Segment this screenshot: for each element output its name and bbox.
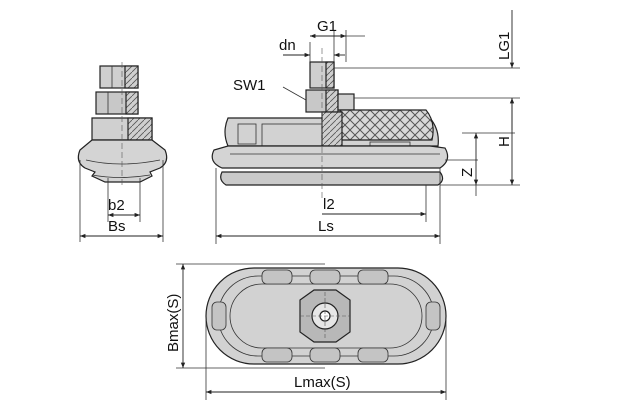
label-z: Z	[459, 168, 476, 177]
label-g1: G1	[317, 18, 337, 35]
label-dn: dn	[279, 37, 296, 54]
label-lg1: LG1	[496, 32, 513, 60]
top-view	[176, 263, 447, 400]
label-bs: Bs	[108, 218, 126, 235]
sw1-leader	[282, 86, 307, 101]
label-bmax: Bmax(S)	[165, 294, 182, 352]
label-ls: Ls	[318, 218, 334, 235]
label-lmax: Lmax(S)	[294, 374, 351, 391]
label-b2: b2	[108, 197, 125, 214]
label-sw1: SW1	[233, 77, 266, 94]
side-view-small	[77, 62, 168, 242]
label-l2: l2	[323, 196, 335, 213]
label-h: H	[496, 136, 513, 147]
side-view-large	[211, 10, 520, 244]
